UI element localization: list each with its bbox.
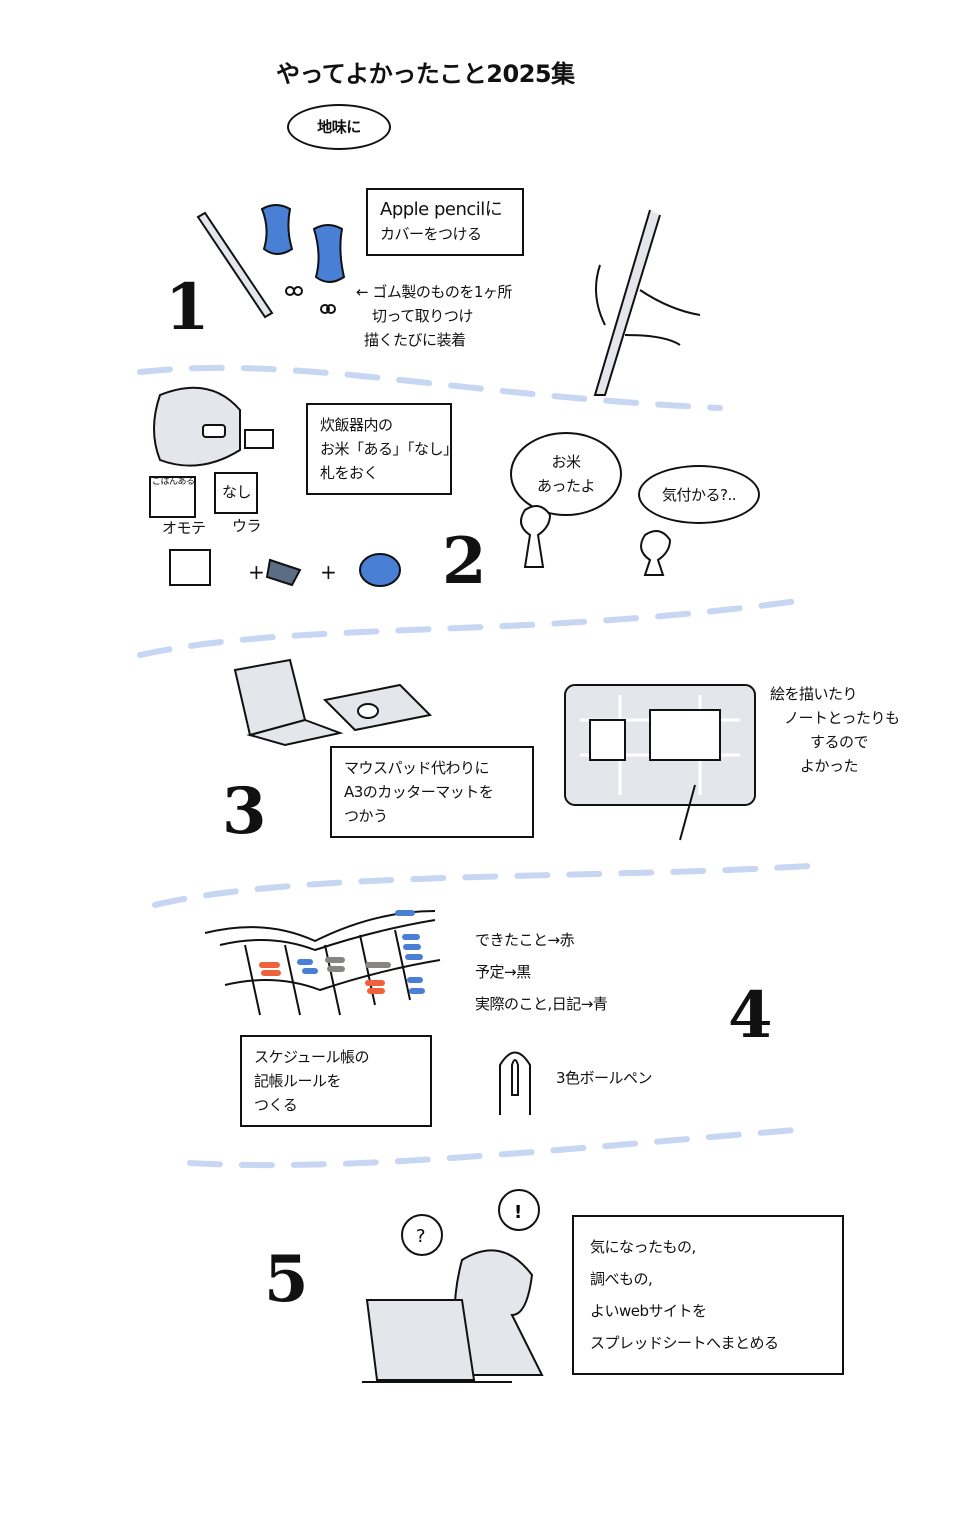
item-5-box-line: スプレッドシートへまとめる	[590, 1334, 779, 1352]
person-at-laptop-illustration: ? !	[362, 1189, 544, 1383]
pencil-icon	[196, 211, 274, 319]
divider-3	[152, 862, 828, 908]
speech-line: お米	[551, 453, 581, 471]
item-3-note-line: ノートとったりも	[784, 709, 900, 727]
card-stand-icon	[149, 472, 258, 518]
cutter-mat-with-notebook-illustration	[564, 684, 756, 841]
question-thought-icon	[401, 1214, 443, 1256]
item-5-box-line: 気になったもの,	[590, 1238, 696, 1256]
step-number-4: 4	[728, 978, 773, 1053]
people-figures-illustration	[520, 505, 672, 576]
item-3-note: 絵を描いたり ノートとったりも するので よかった	[770, 682, 900, 778]
schedule-notebook-illustration	[204, 910, 441, 1016]
step-number-1: 1	[165, 270, 210, 345]
page-title: やってよかったこと2025集	[276, 60, 575, 88]
pen-label: 3色ボールペン	[556, 1069, 653, 1087]
step-number-2: 2	[442, 524, 487, 599]
laptop-and-mat-illustration	[233, 658, 433, 747]
item-1-box-line: カバーをつける	[380, 225, 482, 243]
apple-pencil-and-covers-illustration	[196, 204, 346, 319]
item-3-box: マウスパッド代わりに A3のカッターマットを つかう	[330, 746, 534, 838]
paper-clip-tape-icon	[169, 549, 401, 587]
scissors-icon	[285, 286, 336, 314]
item-5-box-line: 調べもの,	[590, 1270, 653, 1288]
divider-2	[137, 597, 808, 658]
pen-color-legend: できたこと→赤 予定→黒 実際のこと,日記→青	[475, 924, 608, 1020]
item-1-box: Apple pencilに カバーをつける	[366, 188, 524, 256]
item-3-note-line: よかった	[800, 757, 859, 775]
legend-line-red: できたこと→赤	[475, 931, 575, 949]
three-color-pen-icon	[499, 1051, 531, 1115]
item-1-note-line: ← ゴム製のものを1ヶ所	[356, 283, 512, 301]
legend-line-black: 予定→黒	[475, 963, 531, 981]
item-1-note: ← ゴム製のものを1ヶ所 切って取りつけ 描くたびに装着	[356, 280, 512, 352]
svg-text:?: ?	[416, 1226, 426, 1247]
subtitle-bubble: 地味に	[287, 104, 391, 150]
item-2-box: 炊飯器内の お米「ある」「なし」 札をおく	[306, 403, 458, 495]
card-front-text: ごはんある	[152, 477, 195, 487]
rubber-cover-icon	[260, 204, 346, 283]
item-4-box: スケジュール帳の 記帳ルールを つくる	[240, 1035, 432, 1127]
speech-bubble-noticed: 気付かる?..	[638, 465, 760, 524]
step-number-3: 3	[222, 774, 267, 849]
divider-4	[187, 1127, 798, 1169]
item-1-note-line: 切って取りつけ	[372, 307, 473, 325]
mouse-icon	[357, 703, 379, 719]
item-3-box-line: A3のカッターマットを	[344, 783, 494, 801]
exclamation-thought-icon	[498, 1189, 540, 1231]
item-3-note-line: するので	[810, 733, 869, 751]
step-number-5: 5	[264, 1242, 309, 1317]
item-2-box-line: 札をおく	[320, 464, 379, 482]
card-back-text: なし	[222, 483, 252, 501]
plus-sign: +	[248, 560, 265, 584]
item-3-box-line: つかう	[344, 807, 388, 825]
speech-line: あったよ	[536, 477, 596, 495]
svg-text:!: !	[514, 1202, 522, 1223]
hand-holding-pencil-illustration	[593, 209, 701, 396]
item-4-box-line: 記帳ルールを	[254, 1072, 342, 1090]
item-4-box-line: スケジュール帳の	[254, 1048, 369, 1066]
plus-sign: +	[320, 560, 337, 584]
legend-line-blue: 実際のこと,日記→青	[475, 995, 608, 1013]
item-2-box-line: 炊飯器内の	[320, 416, 393, 434]
item-1-box-line: Apple pencilに	[380, 199, 503, 220]
item-2-box-line: お米「ある」「なし」	[320, 440, 458, 458]
item-5-box-line: よいwebサイトを	[590, 1302, 707, 1320]
item-3-note-line: 絵を描いたり	[770, 685, 858, 703]
divider-1	[137, 364, 723, 411]
speech-bubble-rice-found: お米 あったよ	[510, 432, 622, 516]
rice-cooker-illustration	[149, 386, 401, 587]
card-back-label: ウラ	[232, 517, 262, 535]
item-3-box-line: マウスパッド代わりに	[344, 759, 490, 777]
item-1-note-line: 描くたびに装着	[364, 331, 466, 349]
rice-card-icon	[244, 429, 274, 449]
card-front-label: オモテ	[162, 519, 206, 537]
item-5-box: 気になったもの, 調べもの, よいwebサイトを スプレッドシートへまとめる	[572, 1215, 844, 1375]
item-4-box-line: つくる	[254, 1096, 298, 1114]
